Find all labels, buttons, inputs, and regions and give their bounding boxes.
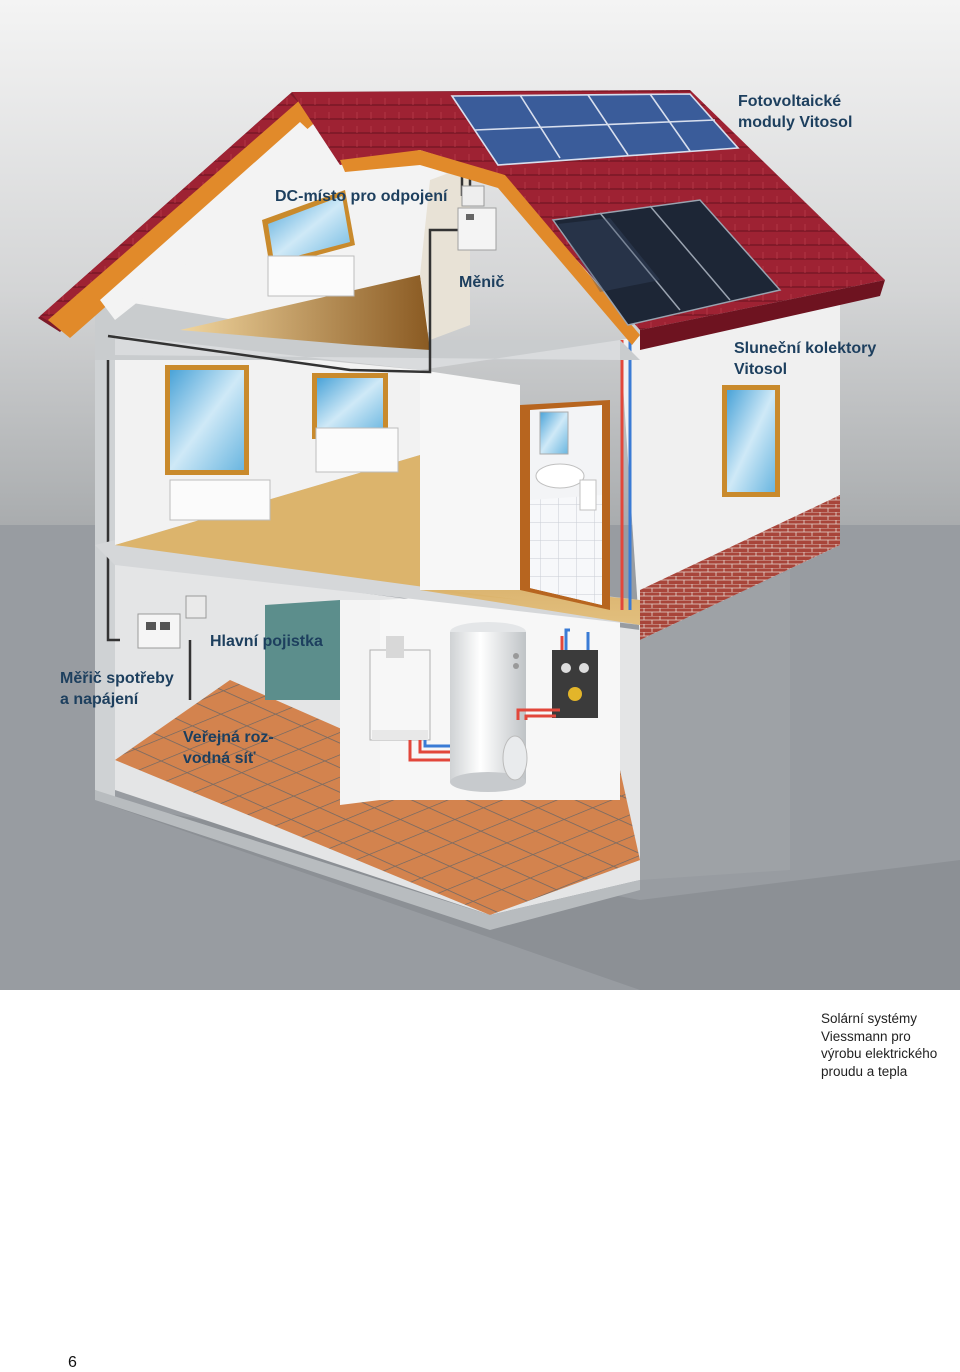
- house-diagram: [0, 0, 960, 990]
- figure-caption: Solární systémy Viessmann pro výrobu ele…: [821, 1010, 956, 1080]
- public-grid-label-line2: vodná síť: [183, 750, 256, 767]
- meter-label: Měřič spotřeby a napájení: [60, 668, 174, 710]
- pv-modules-label-line2: moduly Vitosol: [738, 114, 853, 131]
- solar-collectors: [551, 199, 782, 326]
- page-number: 6: [68, 1354, 77, 1371]
- pv-modules: [450, 93, 740, 166]
- caption-line4: proudu a tepla: [821, 1063, 908, 1079]
- meter-label-line1: Měřič spotřeby: [60, 670, 174, 687]
- meter-label-line2: a napájení: [60, 691, 139, 708]
- inverter-label-text: Měnič: [459, 274, 505, 291]
- pv-modules-label-line1: Fotovoltaické: [738, 93, 842, 110]
- pv-modules-label: Fotovoltaické moduly Vitosol: [738, 91, 852, 133]
- solar-collectors-label-line1: Sluneční kolektory: [734, 340, 877, 357]
- caption-line1: Solární systémy: [821, 1011, 918, 1026]
- public-grid-label-line1: Veřejná roz-: [183, 729, 274, 746]
- caption-line3: výrobu elektrického: [821, 1046, 938, 1061]
- main-fuse-label-text: Hlavní pojistka: [210, 633, 323, 650]
- public-grid-label: Veřejná roz- vodná síť: [183, 727, 274, 769]
- inverter-label: Měnič: [459, 272, 504, 293]
- dc-disconnect-label: DC-místo pro odpojení: [275, 186, 447, 207]
- caption-line2: Viessmann pro: [821, 1028, 911, 1044]
- dc-disconnect-label-text: DC-místo pro odpojení: [275, 188, 448, 205]
- solar-collectors-label: Sluneční kolektory Vitosol: [734, 338, 876, 380]
- solar-collectors-label-line2: Vitosol: [734, 361, 788, 378]
- main-fuse-label: Hlavní pojistka: [210, 631, 323, 652]
